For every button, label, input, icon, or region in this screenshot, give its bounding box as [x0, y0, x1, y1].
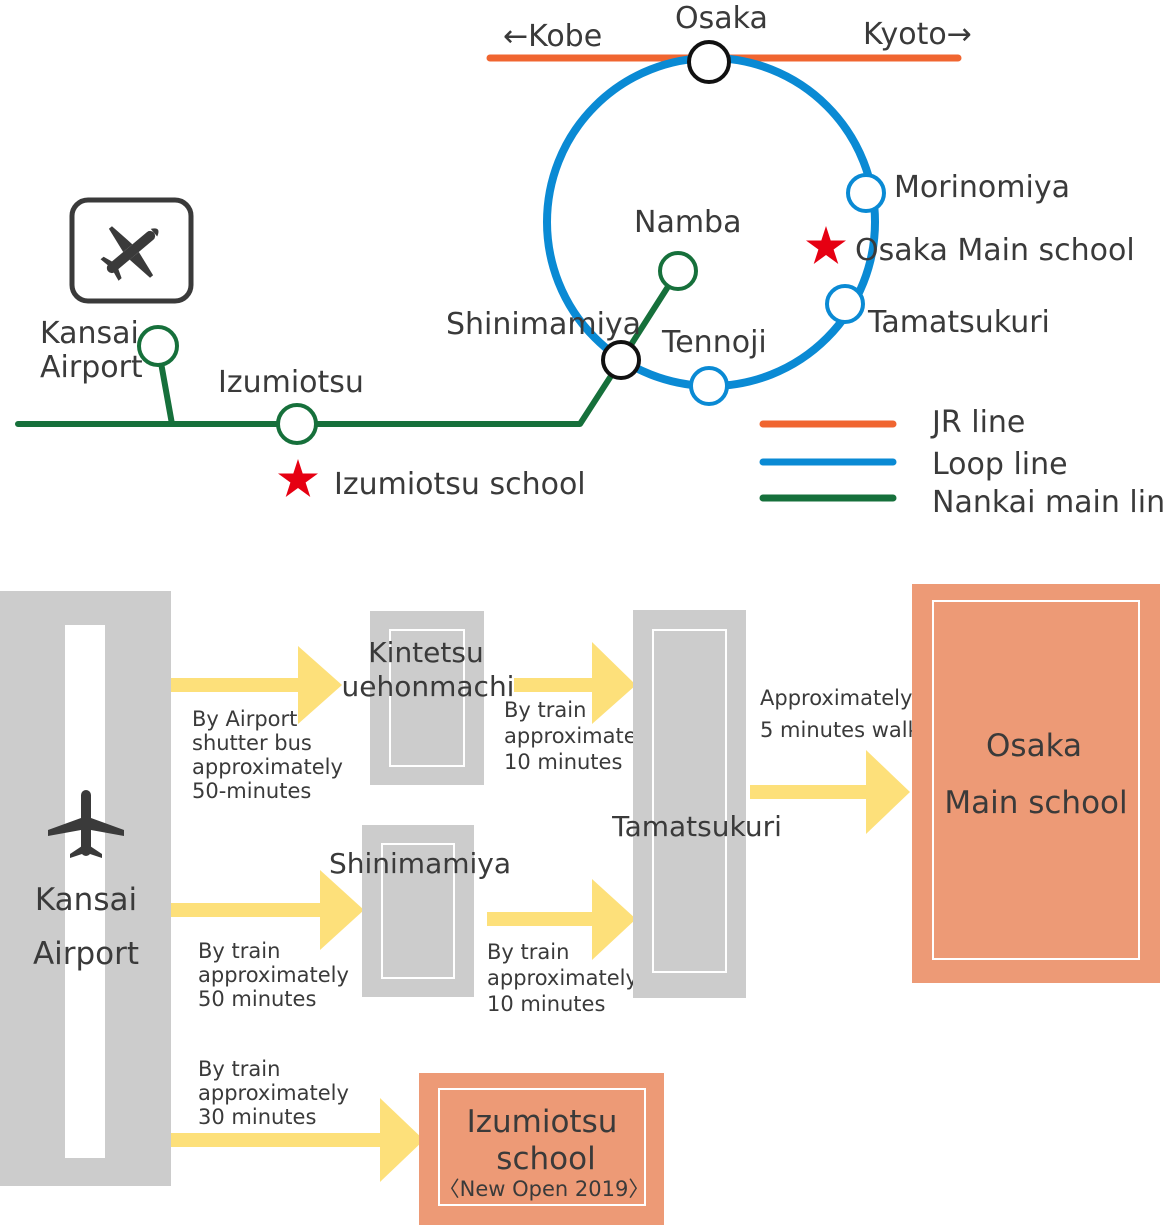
- rail-map: ←Kobe Kyoto→ Osaka Morinomiya Tamatsukur…: [15, 1, 1164, 520]
- station-kansai-airport-label-1: Kansai: [40, 316, 139, 351]
- leg-loop-line-1: By train: [487, 940, 569, 964]
- leg-kintetsu-line-2: approximately: [504, 724, 655, 748]
- station-morinomiya: [846, 173, 886, 213]
- leg-walk-line-1: Approximately: [760, 686, 912, 710]
- leg-bus-line-4: 50-minutes: [192, 779, 311, 803]
- osaka-main-school-box: Osaka Main school: [912, 584, 1160, 983]
- airplane-icon: [69, 197, 194, 304]
- leg-kintetsu-line-3: 10 minutes: [504, 750, 622, 774]
- leg-shinimamiya-line-2: approximately: [198, 963, 349, 987]
- arrow-shinimamiya-train: [171, 870, 364, 950]
- tamatsukuri-box: Tamatsukuri: [611, 610, 782, 998]
- leg-loop-line-2: approximately: [487, 966, 638, 990]
- airplane-icon: [48, 790, 124, 858]
- osaka-main-school-star: [806, 226, 846, 264]
- jr-east-label: Kyoto→: [863, 17, 972, 52]
- izumiotsu-school-label-2: school: [496, 1141, 595, 1177]
- osaka-main-school-label: Osaka Main school: [855, 233, 1135, 268]
- kansai-airport-label-2: Airport: [33, 936, 139, 972]
- station-namba-label: Namba: [634, 205, 741, 240]
- leg-shinimamiya-line-3: 50 minutes: [198, 987, 316, 1011]
- station-osaka-label: Osaka: [675, 1, 768, 36]
- leg-bus-line-3: approximately: [192, 755, 343, 779]
- station-tennoji: [689, 366, 729, 406]
- station-shinimamiya: [601, 340, 641, 380]
- izumiotsu-school-star: [278, 459, 318, 497]
- izumiotsu-school-note: 〈New Open 2019〉: [439, 1177, 650, 1201]
- leg-kintetsu-line-1: By train: [504, 698, 586, 722]
- osaka-main-school-label-2: Main school: [944, 785, 1127, 821]
- leg-loop-line-3: 10 minutes: [487, 992, 605, 1016]
- legend: JR line Loop line Nankai main line: [759, 405, 1164, 520]
- izumiotsu-school-box: Izumiotsu school 〈New Open 2019〉: [419, 1073, 664, 1225]
- osaka-main-school-label-1: Osaka: [986, 728, 1082, 764]
- legend-loop-label: Loop line: [932, 447, 1068, 482]
- arrow-walk: [750, 750, 910, 834]
- route-flow: Kansai Airport By Airport shutter bus ap…: [0, 584, 1160, 1225]
- station-namba: [658, 251, 698, 291]
- leg-walk-line-2: 5 minutes walk: [760, 718, 921, 742]
- arrow-kintetsu-train: [514, 642, 636, 724]
- leg-bus-line-1: By Airport: [192, 707, 297, 731]
- jr-west-label: ←Kobe: [503, 19, 602, 54]
- station-tamatsukuri-label: Tamatsukuri: [867, 305, 1050, 340]
- leg-izumiotsu-line-2: approximately: [198, 1081, 349, 1105]
- arrow-loop-train: [487, 879, 636, 960]
- tamatsukuri-label: Tamatsukuri: [611, 810, 782, 843]
- station-shinimamiya-label: Shinimamiya: [446, 307, 641, 342]
- izumiotsu-school-label: Izumiotsu school: [334, 467, 586, 502]
- kintetsu-label-1: Kintetsu: [368, 636, 483, 669]
- station-kansai-airport: [137, 325, 179, 367]
- arrow-bus: [171, 646, 342, 724]
- leg-shinimamiya-line-1: By train: [198, 939, 280, 963]
- station-izumiotsu-label: Izumiotsu: [218, 365, 364, 400]
- shinimamiya-box: Shinimamiya: [329, 825, 511, 997]
- station-kansai-airport-label-2: Airport: [40, 350, 143, 385]
- leg-izumiotsu-line-1: By train: [198, 1057, 280, 1081]
- station-izumiotsu: [276, 403, 318, 445]
- kansai-airport-label-1: Kansai: [35, 882, 137, 918]
- leg-izumiotsu-line-3: 30 minutes: [198, 1105, 316, 1129]
- station-tennoji-label: Tennoji: [661, 325, 767, 360]
- leg-bus-line-2: shutter bus: [192, 731, 312, 755]
- kansai-airport-box: Kansai Airport: [0, 591, 171, 1186]
- station-osaka: [687, 40, 731, 84]
- kintetsu-label-2: uehonmachi: [342, 670, 515, 703]
- arrow-izumiotsu-train: [171, 1098, 424, 1182]
- legend-jr-label: JR line: [930, 405, 1025, 440]
- station-tamatsukuri: [825, 284, 865, 324]
- shinimamiya-label: Shinimamiya: [329, 847, 511, 880]
- legend-nankai-label: Nankai main line: [932, 485, 1164, 520]
- station-morinomiya-label: Morinomiya: [894, 170, 1070, 205]
- kintetsu-uehonmachi-box: Kintetsu uehonmachi: [342, 611, 515, 785]
- izumiotsu-school-label-1: Izumiotsu: [467, 1104, 618, 1140]
